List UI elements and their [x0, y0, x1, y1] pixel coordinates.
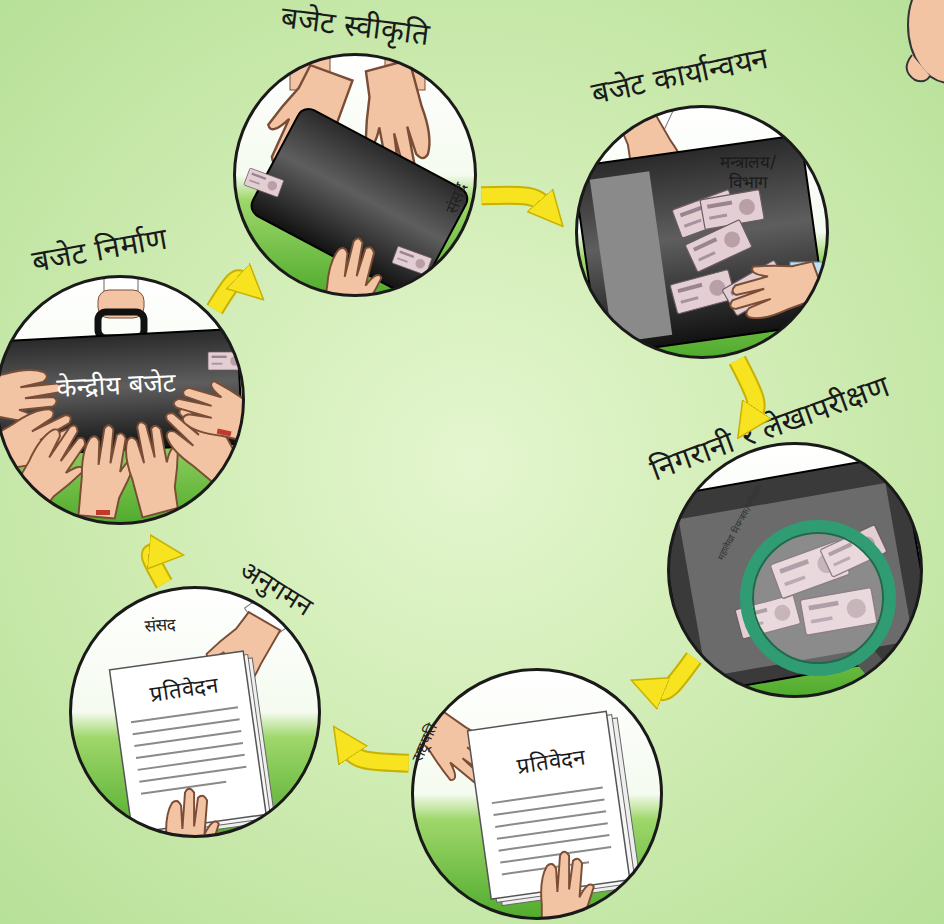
- circle-outline: [233, 53, 477, 297]
- arrow-outline: [481, 195, 545, 206]
- circle-border: [235, 55, 476, 296]
- hand: [720, 247, 825, 328]
- stage-circle: बजेट कार्यान्वयनमन्त्रालय/ विभाग: [575, 105, 829, 359]
- face-corner: [907, 0, 944, 83]
- document-title: प्रतिवेदन: [118, 668, 250, 712]
- arrow-outline: [215, 279, 244, 310]
- circle-outline: [411, 668, 663, 920]
- stage-heading: अनुगमन: [208, 538, 343, 639]
- circle-border: [577, 107, 828, 358]
- briefcase-inside: [679, 483, 914, 677]
- cycle-arrow: [656, 658, 694, 692]
- circle-outline: [69, 586, 321, 838]
- arrow-body: [150, 552, 164, 583]
- stage-circle: बजेट निर्माणकेन्द्रीय बजेट: [0, 275, 245, 525]
- circle-border: [0, 277, 244, 524]
- face-nose: [907, 55, 930, 81]
- stage-circle: राष्ट्रपतिप्रतिवेदन: [411, 668, 663, 920]
- money-note: [244, 168, 284, 197]
- stage-circle: निगरानी र लेखापरीक्षणमहालेखा नियन्त्रक/प…: [667, 442, 923, 698]
- circle-border: [71, 588, 320, 837]
- bracelet: [217, 429, 232, 437]
- audit-illustration: [655, 442, 936, 708]
- stage-heading: बजेट निर्माण: [0, 214, 207, 286]
- arrow-outline: [150, 552, 164, 583]
- document-title: प्रतिवेदन: [485, 740, 617, 784]
- cycle-arrow: [481, 195, 545, 206]
- actor-label: राष्ट्रपति: [400, 700, 451, 784]
- cycle-arrow: [215, 279, 244, 310]
- bracelet: [96, 510, 110, 515]
- circle-border: [413, 670, 662, 919]
- parliament-report-illustration: [69, 583, 321, 881]
- arrow-body: [656, 658, 694, 692]
- arrow-body: [737, 360, 756, 415]
- actor-label: संसद: [129, 613, 190, 638]
- circle-fill: [411, 668, 663, 920]
- arrow-body: [215, 279, 244, 310]
- actor-label: मन्त्रालय/ विभाग: [706, 152, 790, 193]
- stage-circle: अनुगमनसंसदप्रतिवेदन: [69, 586, 321, 838]
- arrow-body: [481, 195, 545, 206]
- hand: [541, 852, 594, 924]
- cycle-arrow: [349, 749, 409, 763]
- stage-heading: निगरानी र लेखापरीक्षण: [613, 356, 926, 499]
- briefcase-label: केन्द्रीय बजेट: [10, 364, 221, 406]
- hand: [169, 374, 270, 445]
- arrow-outline: [656, 658, 694, 692]
- text-lines: [492, 788, 613, 875]
- briefcase-lid: [590, 171, 672, 343]
- arrow-outline: [737, 360, 756, 415]
- circle-border: [669, 444, 922, 697]
- actor-label: संसद: [435, 167, 476, 230]
- hand: [320, 234, 388, 334]
- approval-illustration: [233, 40, 477, 334]
- circle-outline: [667, 442, 923, 698]
- cycle-arrow: [150, 552, 164, 583]
- magnifier-lens: [746, 526, 890, 670]
- text-lines: [131, 707, 248, 793]
- president-report-illustration: [389, 668, 663, 924]
- stage-heading: बजेट स्वीकृति: [239, 0, 472, 58]
- cycle-arrow: [737, 360, 756, 415]
- money-stack: [685, 220, 752, 273]
- magnifier-rim: [753, 533, 883, 663]
- arrow-outline: [349, 749, 409, 763]
- implementation-illustration: [573, 84, 850, 359]
- arrow-body: [349, 749, 409, 763]
- circle-outline: [575, 105, 829, 359]
- formulation-illustration: [0, 262, 270, 525]
- stage-circle: बजेट स्वीकृतिसंसद: [233, 53, 477, 297]
